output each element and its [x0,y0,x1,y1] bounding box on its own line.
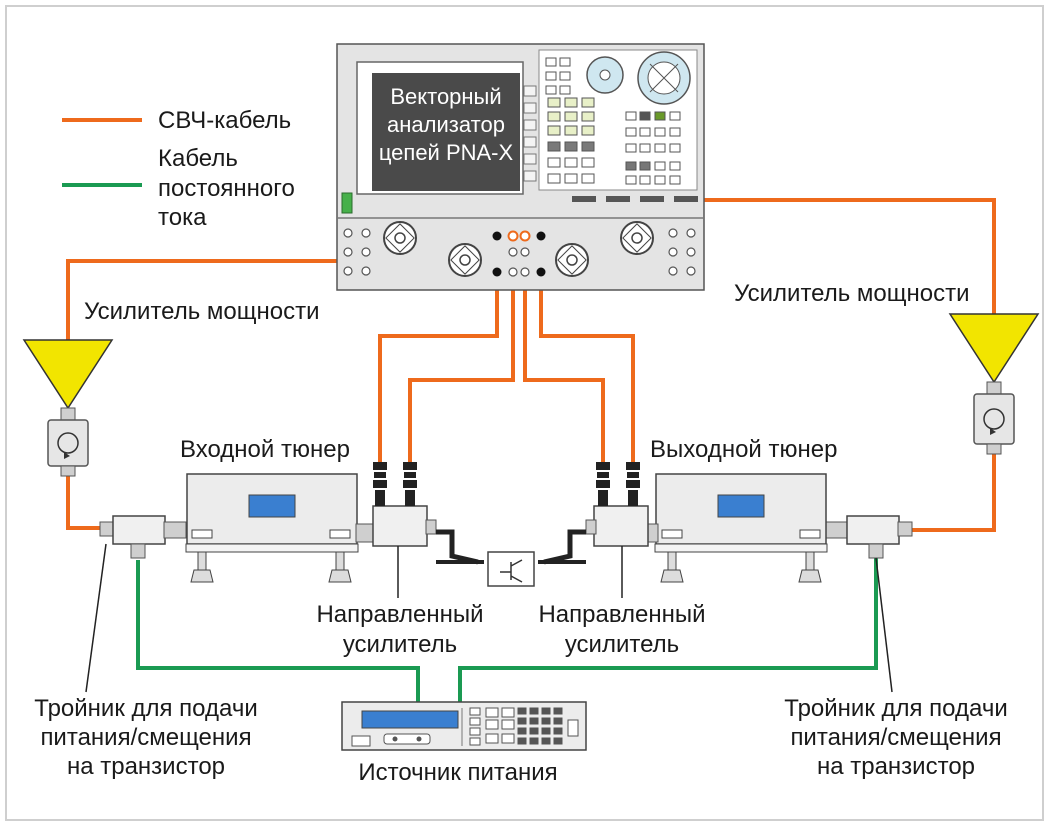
directional-coupler-left [372,462,437,547]
coupler-left-label-2: усилитель [343,631,457,658]
rf-cable-coupler-right-b [539,284,635,462]
dc-cable-left [136,560,420,706]
coupler-right-label-1: Направленный [538,601,705,628]
legend-dc-label-2: постоянного [158,175,295,202]
tuner-display [248,494,296,518]
output-tuner [639,473,828,583]
analyzer-label-2: анализатор [387,112,505,137]
transistor-dut [436,529,586,587]
analyzer-label-3: цепей PNA-X [379,140,514,165]
rf-cable-circulator-to-bias-tee [66,474,104,530]
coupler-right-label-2: усилитель [565,631,679,658]
coupler-left-label-1: Направленный [316,601,483,628]
legend-dc-label-3: тока [158,204,207,231]
circulator-left [47,419,89,467]
supply-display [361,710,459,729]
analyzer-slots [572,196,698,202]
coupler-connectors [596,462,640,506]
dc-cable-right [458,553,878,706]
power-amplifier-right [948,313,1040,455]
circulator-icon [57,432,79,454]
front-panel-jacks [343,228,696,277]
legend-dc-label-1: Кабель [158,145,238,172]
coupler-connectors [373,462,417,506]
keypad-keys [545,57,681,185]
leader-lines [85,543,893,693]
rf-cable-coupler-right-a [523,240,605,462]
output-tuner-label: Выходной тюнер [650,436,837,463]
power-amplifier-left [22,339,114,477]
softkeys [523,85,537,182]
bias-tee-right [825,515,913,559]
dc-cables [136,553,878,706]
input-tuner-label: Входной тюнер [180,436,350,463]
rf-cable-port1-to-amp [66,259,462,348]
transistor-icon [500,559,523,583]
power-supply [341,701,587,751]
bias-tee-right-label-3: на транзистор [817,753,975,780]
bias-tee-left-label-3: на транзистор [67,753,225,780]
rf-cable-coupler-left-b [408,240,515,462]
power-supply-label: Источник питания [358,759,557,786]
circulator-right [973,393,1015,445]
supply-buttons [469,707,579,746]
port-connectors [383,221,654,277]
analyzer-label-1: Векторный [390,84,501,109]
rf-cable-circulator-to-bias-tee-right [908,452,996,532]
power-amp-right-label: Усилитель мощности [734,280,970,307]
tuner-display [717,494,765,518]
analyzer-screen [372,73,520,191]
circulator-icon [983,408,1005,430]
directional-coupler-right [585,462,649,547]
legend-rf-label: СВЧ-кабель [158,107,291,134]
bias-tee-left-label-2: питания/смещения [40,724,251,751]
rf-cable-coupler-left-a [378,284,499,462]
bias-tee-left [99,515,187,559]
bias-tee-left-label-1: Тройник для подачи [34,695,257,722]
bias-tee-right-label-2: питания/смещения [790,724,1001,751]
power-led [341,192,353,214]
input-tuner [185,473,375,583]
bias-tee-right-label-1: Тройник для подачи [784,695,1007,722]
network-analyzer: Векторный анализатор цепей PNA-X [336,43,705,291]
legend: СВЧ-кабель Кабель постоянного тока [62,107,295,231]
power-amp-left-label: Усилитель мощности [84,298,320,325]
coupler-ports [492,231,546,277]
